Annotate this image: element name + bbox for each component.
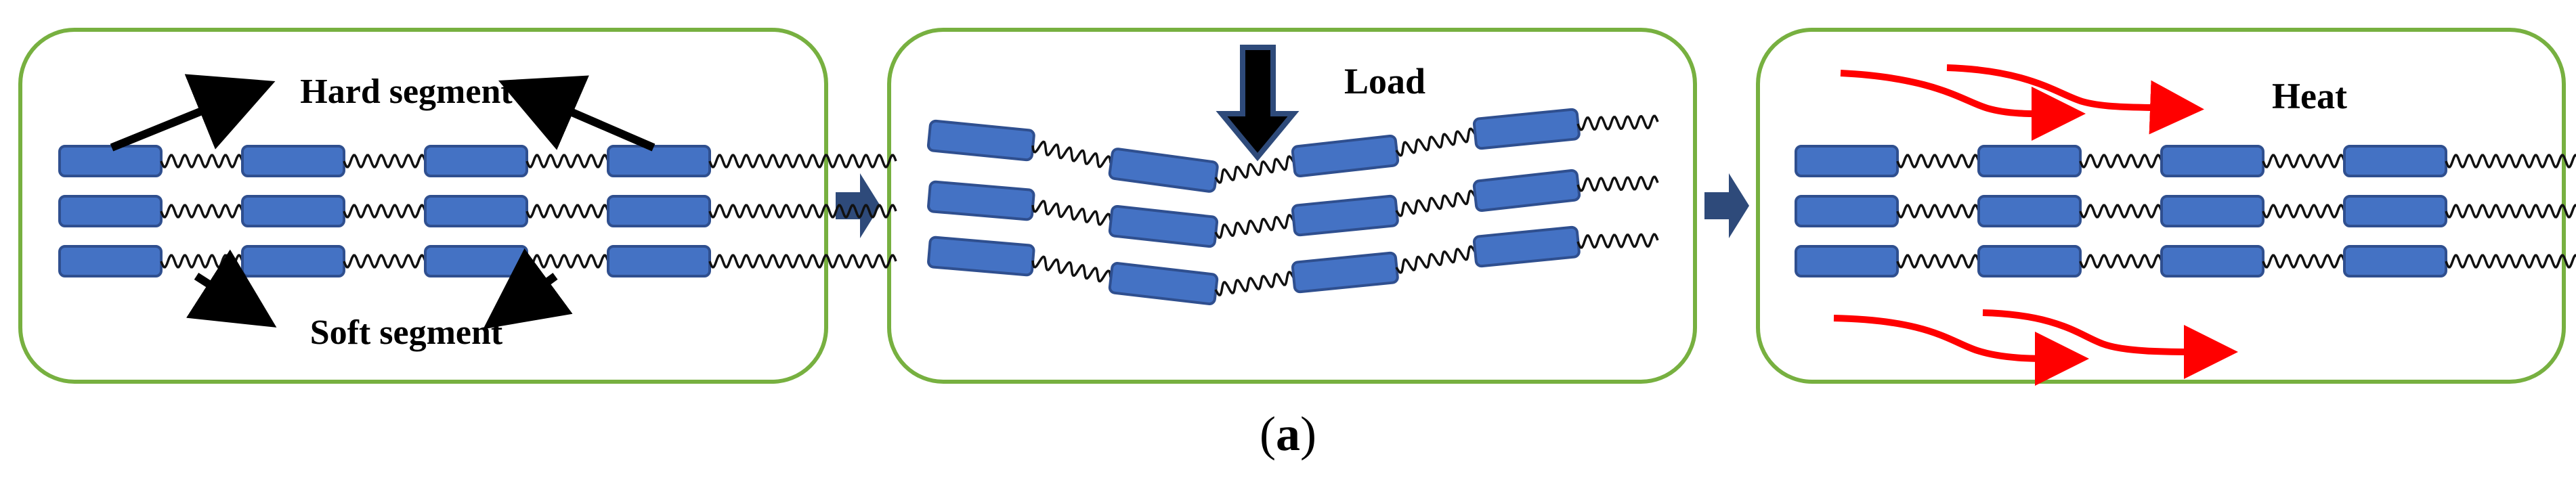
hard-segment-block [2160,245,2264,277]
soft-segment-coil [1576,114,1659,131]
soft-segment-label: Soft segment [310,313,503,352]
hard-segment-arrow-right [498,75,656,152]
soft-segment-coil [1896,154,1980,169]
hard-segment-block [241,145,345,177]
heat-label: Heat [2272,76,2347,116]
hard-segment-block [607,245,711,277]
soft-segment-coil [1576,175,1659,192]
hard-segment-block [607,145,711,177]
hard-segment-arrow-left [110,74,276,152]
figure-caption: (a) [0,406,2576,462]
caption-close: ) [1300,407,1316,461]
soft-segment-coil [343,154,427,169]
hard-segment-block [2343,145,2447,177]
diagram-canvas: Hard segment Soft segment Load Heat [18,28,2576,386]
soft-segment-coil [343,254,427,269]
soft-segment-coil [2079,254,2163,269]
soft-segment-coil [708,254,897,269]
hard-segment-block [424,145,528,177]
soft-segment-coil [1896,204,1980,219]
load-label: Load [1344,61,1425,102]
hard-segment-block [424,195,528,227]
soft-segment-coil [708,154,897,169]
soft-segment-coil [1031,255,1112,283]
caption-open: ( [1260,407,1276,461]
soft-segment-coil [1576,233,1659,249]
hard-segment-block [1977,145,2082,177]
soft-segment-coil [160,204,244,219]
soft-segment-coil [2262,254,2346,269]
soft-segment-coil [1214,271,1295,296]
soft-segment-coil [343,204,427,219]
connector-arrow-2 [1704,173,1749,238]
hard-segment-block [241,195,345,227]
hard-segment-block [241,245,345,277]
connector-arrow-1 [836,173,880,238]
hard-segment-block [58,145,163,177]
soft-segment-coil [1896,254,1980,269]
soft-segment-coil [2079,204,2163,219]
soft-segment-coil [1395,190,1476,217]
soft-segment-arrow-right [483,248,573,330]
caption-letter: a [1276,407,1300,461]
heat-arrow-top-2 [1946,64,2204,135]
soft-segment-coil [1395,127,1476,157]
soft-segment-coil [1031,200,1112,226]
hard-segment-block [2343,245,2447,277]
hard-segment-block [1977,195,2082,227]
hard-segment-block [1795,195,1899,227]
soft-segment-coil [2445,204,2576,219]
hard-segment-block [58,195,163,227]
hard-segment-block [607,195,711,227]
soft-segment-coil [2445,254,2576,269]
heat-arrow-bottom-1 [1833,315,2089,386]
soft-segment-coil [1214,214,1295,239]
soft-segment-coil [2262,204,2346,219]
polymer-chains [58,108,2576,305]
hard-segment-label: Hard segment [300,72,513,111]
hard-segment-block [58,245,163,277]
hard-segment-block [2160,195,2264,227]
soft-segment-coil [1031,140,1112,169]
soft-segment-coil [2262,154,2346,169]
soft-segment-coil [525,204,609,219]
hard-segment-block [2343,195,2447,227]
soft-segment-coil [2445,154,2576,169]
soft-segment-coil [525,154,609,169]
hard-segment-block [1977,245,2082,277]
heat-arrow-top-1 [1840,70,2086,141]
soft-segment-coil [1214,155,1295,184]
soft-segment-coil [1395,245,1476,274]
hard-segment-block [2160,145,2264,177]
soft-segment-coil [160,154,244,169]
heat-arrow-bottom-2 [1982,309,2238,380]
soft-segment-coil [708,204,897,219]
hard-segment-block [1795,145,1899,177]
soft-segment-arrow-left [186,249,277,328]
load-arrow [1216,45,1300,162]
hard-segment-block [1795,245,1899,277]
soft-segment-coil [2079,154,2163,169]
hard-segment-block [424,245,528,277]
